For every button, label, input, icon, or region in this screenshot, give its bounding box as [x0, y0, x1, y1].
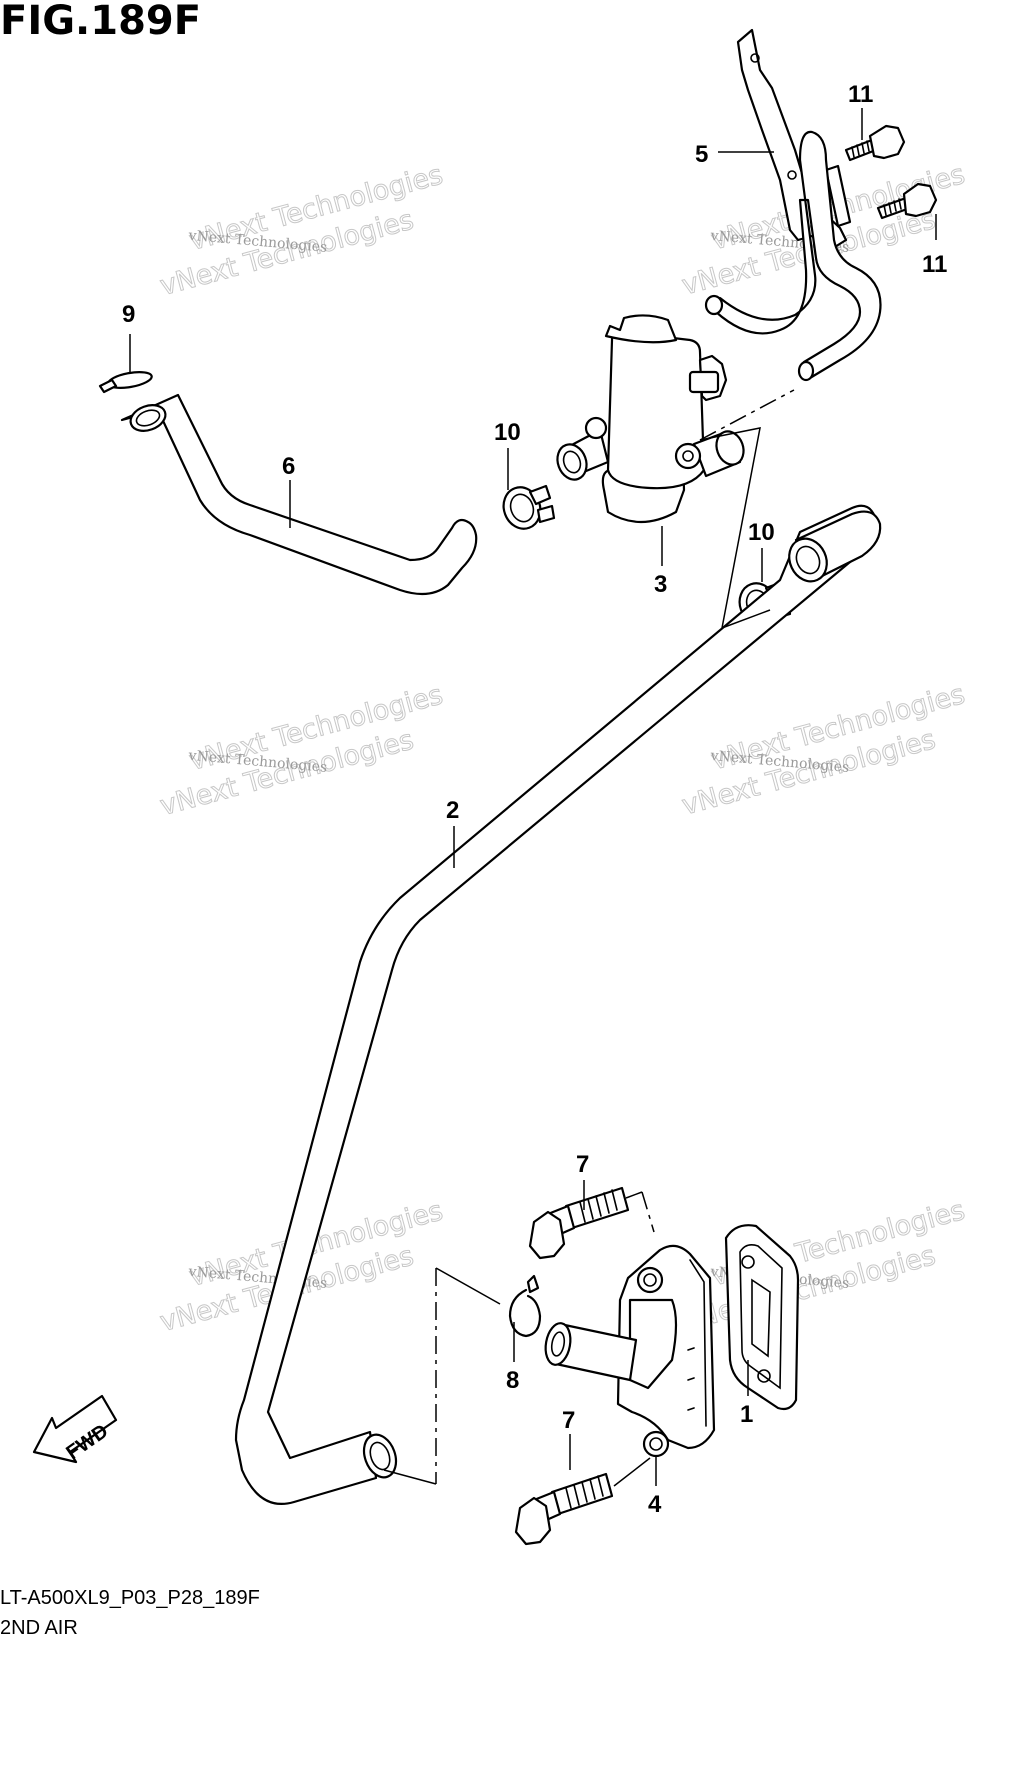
cover-nozzle-end	[544, 1322, 572, 1366]
part-5-bracket-hose[interactable]	[704, 28, 882, 382]
part-10-clamp-left[interactable]	[498, 482, 556, 534]
bracket-hole	[750, 53, 760, 63]
bolt-thread	[851, 140, 870, 158]
leader-lines	[129, 108, 937, 1486]
gasket-hole	[741, 1255, 755, 1269]
watermark-6: vNext Technologies vNext Technologies vN…	[678, 1194, 968, 1338]
bracket-line-hose-bottom	[383, 1469, 437, 1485]
bolt-head	[514, 1496, 552, 1546]
part-11-bolt-lower[interactable]	[876, 182, 938, 220]
part-9-clip[interactable]	[98, 369, 153, 394]
section-name: 2ND AIR	[0, 1617, 78, 1639]
part-4-reed-cover[interactable]	[543, 1244, 716, 1458]
watermark-1: vNext Technologies vNext Technologies vN…	[156, 159, 446, 303]
cover-boss	[628, 1298, 678, 1390]
gasket-window	[751, 1278, 771, 1358]
valve-cap	[604, 314, 678, 344]
bracket-line-valve-clamp	[699, 427, 761, 629]
dash-line-valve-bracket	[699, 389, 795, 441]
clamp-tab	[536, 504, 556, 524]
cover-ribs	[687, 1347, 695, 1411]
watermark-4: vNext Technologies vNext Technologies vN…	[678, 678, 968, 822]
bolt-head	[902, 182, 938, 218]
cover-edge	[689, 1259, 707, 1427]
arrow-icon	[32, 1394, 118, 1464]
watermark-3: vNext Technologies vNext Technologies vN…	[156, 679, 446, 823]
clip-tab	[98, 378, 118, 394]
bracket-line-lower-bolt	[613, 1457, 651, 1487]
part-7-bolt-lower[interactable]	[514, 1472, 614, 1546]
valve-boss	[584, 416, 608, 440]
figure-title: FIG.189F	[0, 0, 201, 44]
callout-3: 3	[654, 571, 667, 598]
callout-11-bottom: 11	[922, 251, 947, 278]
callout-6: 6	[282, 453, 295, 480]
hose-end	[797, 360, 815, 382]
valve-boss	[674, 442, 702, 470]
hose-body	[120, 393, 478, 596]
callout-5: 5	[695, 141, 708, 168]
callout-11-top: 11	[848, 81, 873, 108]
part-8-clip[interactable]	[508, 1274, 542, 1338]
callout-10-left: 10	[494, 419, 521, 446]
part-1-gasket[interactable]	[724, 1224, 800, 1411]
callout-2: 2	[446, 797, 459, 824]
forward-direction-arrow: FWD	[32, 1394, 118, 1464]
part-11-bolt-upper[interactable]	[844, 124, 906, 162]
bolt-head	[868, 124, 906, 160]
callout-9: 9	[122, 301, 135, 328]
cover-bolt-hole-inner	[649, 1437, 663, 1451]
bolt-thread	[565, 1475, 604, 1509]
callout-10-right: 10	[748, 519, 775, 546]
cover-bolt-hole	[636, 1266, 664, 1294]
gasket-inner-edge	[739, 1244, 783, 1390]
hose-sleeve-bore	[795, 545, 821, 575]
bolt-shank	[564, 1186, 630, 1230]
part-3-air-valve[interactable]	[553, 314, 748, 523]
dash-line-bolt-cover	[641, 1191, 655, 1233]
bracket-line-hose-top	[435, 1267, 501, 1305]
bracket-tab	[824, 164, 852, 228]
valve-inlet-bore	[562, 450, 582, 474]
assembly-lines	[383, 389, 795, 1487]
callout-4: 4	[648, 1491, 662, 1518]
clip-ring	[508, 1288, 542, 1338]
bolt-head	[528, 1210, 566, 1260]
bolt-thread	[883, 198, 902, 216]
part-7-bolt-upper[interactable]	[528, 1186, 630, 1260]
callout-7-top: 7	[576, 1151, 589, 1178]
valve-connector-plug	[688, 370, 720, 394]
clamp-tab	[528, 484, 552, 506]
callout-numbers: 5 11 11 9 6 10 10 3 2 7 7 8 4 1	[122, 81, 947, 1518]
hose-end	[704, 294, 724, 316]
bolt-thread	[579, 1189, 618, 1223]
callout-7-bottom: 7	[562, 1407, 575, 1434]
valve-boss-hole	[682, 450, 694, 462]
hose-bore	[135, 409, 161, 427]
callout-1: 1	[740, 1401, 753, 1428]
small-hose	[714, 130, 882, 380]
valve-outlet-end	[715, 430, 745, 466]
hose-lower-bore	[369, 1441, 391, 1471]
callout-8: 8	[506, 1367, 519, 1394]
model-code: LT-A500XL9_P03_P28_189F	[0, 1587, 260, 1609]
cover-bolt-hole-inner	[643, 1273, 657, 1287]
part-2-long-hose[interactable]	[234, 504, 882, 1505]
clip-tab	[526, 1274, 540, 1294]
part-6-hose[interactable]	[120, 393, 478, 596]
cover-nozzle-bore	[550, 1331, 566, 1357]
bracket-line-bolt	[625, 1191, 643, 1199]
bracket-hole	[787, 170, 797, 180]
valve-inlet-end	[556, 443, 588, 481]
cover-bolt-hole	[642, 1430, 670, 1458]
clamp-inner	[509, 493, 535, 523]
gasket-hole	[757, 1369, 771, 1383]
bracket-line-clamp	[721, 609, 771, 629]
